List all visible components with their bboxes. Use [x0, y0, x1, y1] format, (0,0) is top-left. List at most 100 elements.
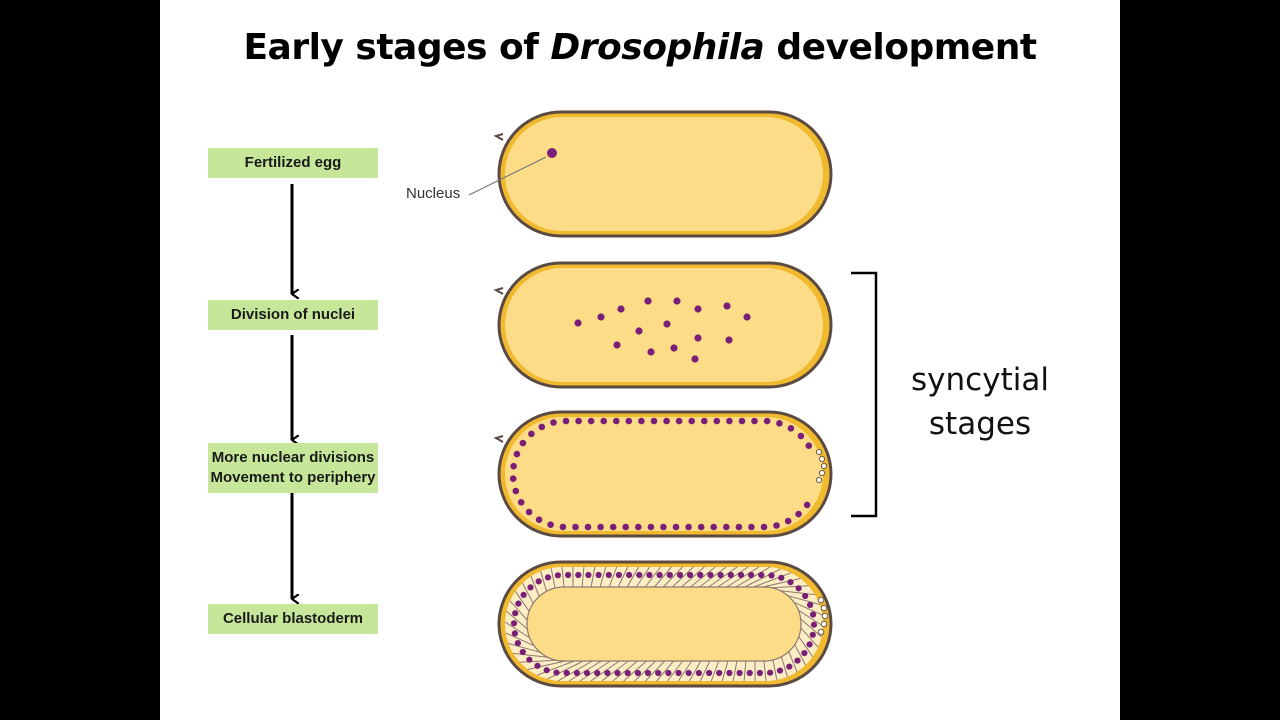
- nucleus-dot: [713, 417, 721, 425]
- cell-wall: [753, 572, 792, 588]
- nucleus-dot: [510, 620, 518, 627]
- nucleus-dot: [676, 571, 684, 579]
- nucleus-dot: [544, 574, 552, 581]
- nucleus-dot: [758, 571, 765, 579]
- nucleus-dot: [743, 313, 751, 321]
- nucleus-dot: [717, 571, 724, 579]
- nucleus-dot: [670, 344, 678, 352]
- cell-wall: [743, 660, 747, 682]
- nucleus-dot: [559, 523, 567, 531]
- cell-wall: [644, 566, 661, 588]
- nucleus-dot: [520, 591, 527, 599]
- pole-cell: [821, 612, 829, 620]
- cell-wall: [623, 660, 647, 682]
- cell-wall: [617, 566, 629, 588]
- side-label-line-1: syncytial: [911, 362, 1049, 398]
- nucleus-dot: [622, 523, 629, 531]
- nucleus-dot: [574, 319, 582, 327]
- cell-wall: [634, 660, 656, 682]
- stage-cellular-blastoderm: Cellular blastoderm: [208, 604, 378, 634]
- nucleus-dot: [723, 523, 730, 531]
- nucleus-dot: [585, 571, 592, 579]
- cell-wall: [608, 566, 618, 588]
- nucleus-dot: [809, 631, 816, 638]
- nucleus-dot: [723, 302, 731, 310]
- nucleus-dot: [797, 432, 805, 440]
- cell-wall: [800, 627, 819, 648]
- pole-cells: [817, 596, 829, 636]
- nucleus-dot: [511, 630, 518, 637]
- nucleus-dot: [675, 669, 682, 677]
- egg-dividing-nuclei: [493, 261, 833, 389]
- nucleus-dot: [553, 669, 560, 676]
- nucleus-dot: [655, 669, 662, 677]
- cell-wall: [798, 636, 814, 657]
- scattered-nuclei: [574, 297, 751, 363]
- cell-wall: [508, 643, 541, 653]
- cell-wall: [504, 621, 530, 639]
- nucleus-dot: [666, 571, 673, 579]
- nucleus-dot: [550, 419, 557, 426]
- nucleus-dot: [685, 523, 692, 531]
- nucleus-dot: [547, 148, 557, 158]
- nucleus-dot: [756, 669, 764, 677]
- nucleus-dot: [672, 523, 680, 531]
- nucleus-dot: [697, 571, 704, 579]
- nucleus-dot: [646, 571, 653, 579]
- nucleus-dot: [613, 417, 620, 425]
- nucleus-dot: [584, 523, 592, 531]
- nucleus-dot: [748, 523, 755, 531]
- nucleus-dot: [694, 305, 702, 313]
- nucleus-dot: [538, 423, 546, 431]
- cell-wall: [656, 660, 674, 682]
- cell-wall: [780, 590, 815, 596]
- nucleus-dot: [787, 425, 795, 432]
- nucleus-dot: [519, 648, 526, 656]
- nucleus-dot: [514, 640, 521, 647]
- nucleus-dot: [597, 523, 604, 531]
- nucleus-dot: [615, 571, 622, 579]
- title-text-start: Early stages of: [243, 27, 551, 68]
- cell-wall: [635, 566, 651, 588]
- stage-nuclear-divisions: More nuclear divisions Movement to perip…: [208, 443, 378, 493]
- cell-wall: [780, 656, 788, 677]
- nucleus-dot: [784, 517, 792, 525]
- cell-wall: [721, 660, 729, 682]
- nucleus-dot: [535, 516, 543, 523]
- cell-wall: [540, 571, 548, 592]
- stage-label: Cellular blastoderm: [222, 610, 364, 627]
- pole-cell: [817, 596, 825, 604]
- cell-wall: [667, 660, 684, 682]
- nucleus-dot: [685, 669, 692, 677]
- nucleus-dot: [625, 417, 633, 425]
- pole-cell: [815, 476, 823, 484]
- cell-wall: [530, 576, 540, 597]
- side-label-line-2: stages: [928, 406, 1032, 442]
- pole-cell: [817, 628, 825, 636]
- egg-peripheral-nuclei: [493, 410, 833, 538]
- cell-wall: [699, 660, 711, 682]
- pole-cell: [815, 448, 823, 456]
- cell-wall: [772, 659, 778, 681]
- cell-wall: [626, 566, 640, 588]
- pole-cell: [818, 469, 826, 477]
- nucleus-dot: [807, 601, 814, 609]
- cell-wall: [672, 566, 694, 588]
- cell-wall: [794, 644, 807, 666]
- nucleus-dot: [776, 420, 783, 427]
- nucleus-dot: [512, 610, 519, 617]
- nucleus-dot: [763, 417, 771, 425]
- nucleus-dot: [737, 571, 745, 579]
- nucleus-dot: [810, 611, 817, 618]
- cell-wall: [509, 600, 528, 621]
- cell-wall: [519, 659, 557, 663]
- nucleus-dot: [647, 523, 655, 531]
- nucleus-label: Nucleus: [406, 185, 460, 202]
- stage-division-of-nuclei: Division of nuclei: [208, 300, 378, 330]
- cell-wall: [710, 660, 720, 682]
- stage-label-line-2: Movement to periphery: [210, 469, 376, 486]
- nucleus-dot: [587, 417, 595, 425]
- nucleus-dot: [650, 417, 658, 425]
- nucleus-dot: [614, 669, 621, 677]
- nucleus-dot: [806, 641, 813, 648]
